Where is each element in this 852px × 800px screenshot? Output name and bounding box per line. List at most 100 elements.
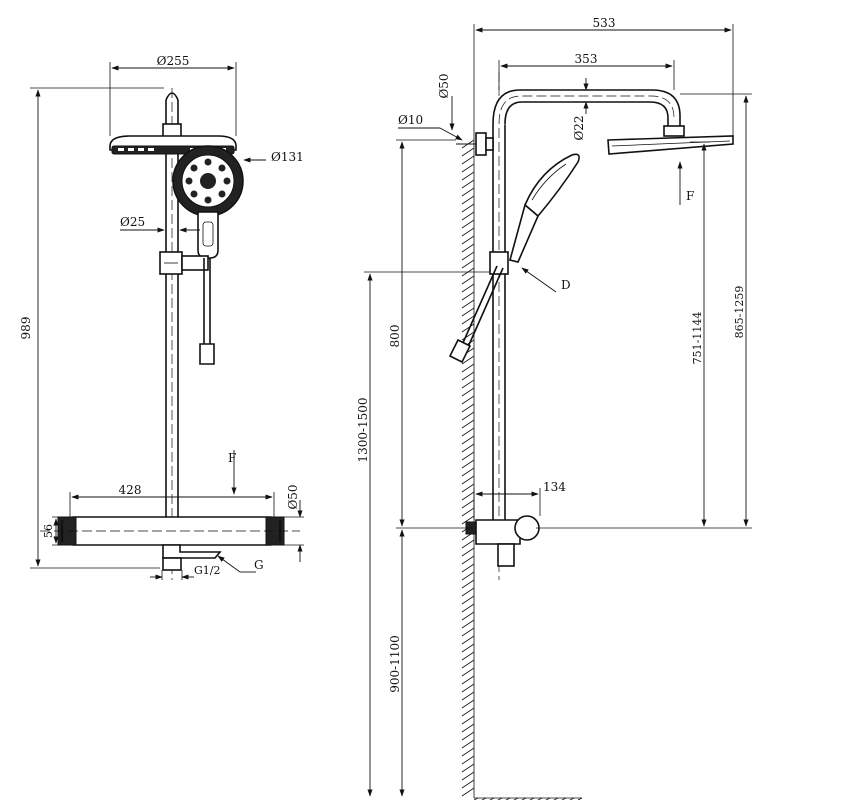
wall-hatch-line (461, 499, 475, 509)
side-mixer-body (465, 515, 540, 567)
hand-shower (172, 145, 244, 259)
wall-hatch-line (461, 475, 475, 485)
wall-hatch-line (461, 371, 475, 381)
dim-arm-reach-label: 353 (575, 52, 598, 66)
wall-hatch-line (461, 227, 475, 237)
wall-hatch-line (461, 675, 475, 685)
wall-hatch-line (461, 307, 475, 317)
dim-bar-depth: 134 (473, 480, 566, 520)
wall-hatch-line (461, 275, 475, 285)
wall-hatch-line (461, 243, 475, 253)
dim-total-height: 989 (19, 87, 164, 569)
wall-hatch-line (461, 219, 475, 229)
wall-hatch-line (461, 203, 475, 213)
wall-hatch-line (461, 187, 475, 197)
dim-bar-depth-label: 134 (543, 480, 566, 494)
wall-hatch-line (461, 635, 475, 645)
wall-hatch-line (461, 587, 475, 597)
shower-arm (492, 89, 685, 137)
dim-riser-diameter-label: Ø50 (437, 73, 451, 98)
dim-fixing-diameter: Ø10 (398, 113, 463, 141)
wall-hatch-line (461, 723, 475, 733)
dim-thread: G1/2 (150, 564, 221, 580)
wall-hatch-line (461, 443, 475, 453)
wall-hatch-line (461, 763, 475, 773)
wall-hatch-line (461, 283, 475, 293)
dim-head-diameter-label: Ø255 (157, 54, 190, 68)
wall-hatch-line (461, 451, 475, 461)
dim-pipe-diameter-label: Ø25 (120, 215, 145, 229)
dim-bar-height-label: 56 (42, 524, 55, 538)
detail-callout-label: D (561, 278, 571, 292)
wall-hatch-line (461, 291, 475, 301)
wall-hatch-line (461, 259, 475, 269)
wall-hatch-line (461, 643, 475, 653)
dim-slide-height-label: 800 (388, 325, 402, 348)
wall-hatch-line (461, 547, 475, 557)
wall-hatch-line (461, 363, 475, 373)
thread-callout: G (217, 555, 264, 573)
wall-hatch-line (461, 427, 475, 437)
wall-hatch-line (461, 195, 475, 205)
thermostatic-bar (40, 516, 300, 546)
dim-arm-diameter-label: Ø22 (572, 115, 586, 140)
riser-pipe (165, 88, 179, 580)
side-hand-shower (509, 153, 580, 263)
wall-hatch-line (461, 555, 475, 565)
wall-hatch-line (461, 539, 475, 549)
wall-hatch-line (461, 147, 475, 157)
side-slide-bracket (489, 251, 509, 275)
side-view: 533 353 Ø50 Ø10 Ø22 F (356, 16, 752, 800)
side-hose (448, 265, 504, 364)
wall-hatch-line (461, 659, 475, 669)
dim-fixing-diameter-label: Ø10 (398, 113, 423, 127)
dim-floor-height: 900-1100 (388, 529, 405, 797)
dim-bar-width: 428 (69, 483, 275, 517)
dim-pipe-diameter: Ø25 (120, 215, 200, 233)
wall-hatch-line (461, 387, 475, 397)
front-view: Ø255 Ø131 Ø25 989 428 56 (19, 54, 304, 580)
dim-head-range-label: 865-1259 (733, 286, 746, 339)
thread-callout-label: G (254, 558, 264, 572)
wall-hatch-line (461, 459, 475, 469)
dim-total-height-label: 989 (19, 317, 33, 340)
wall-hatch-line (461, 163, 475, 173)
dim-head-range: 865-1259 (536, 93, 752, 529)
flow-arrow-side: F (677, 161, 694, 205)
slide-bracket (159, 251, 209, 275)
wall-hatch-line (461, 627, 475, 637)
dim-flow-range-label: 751-1144 (691, 312, 704, 365)
wall-hatch-line (461, 755, 475, 765)
wall-hatch-line (461, 155, 475, 165)
wall-hatch-line (461, 251, 475, 261)
wall-hatch-line (461, 715, 475, 725)
wall-hatch-line (461, 467, 475, 477)
wall-hatch-line (461, 355, 475, 365)
wall-hatch-line (461, 603, 475, 613)
flow-arrow-side-label: F (686, 189, 694, 203)
wall-hatch-line (461, 411, 475, 421)
wall-hatch-line (461, 435, 475, 445)
dim-bar-diameter: Ø50 (284, 484, 304, 562)
dim-head-diameter: Ø255 (109, 54, 237, 136)
flow-arrow-front-label: F (228, 451, 236, 465)
spray-pattern (185, 158, 231, 204)
wall-hatch-line (461, 619, 475, 629)
wall-hatch-line (461, 419, 475, 429)
wall-hatch-line (461, 595, 475, 605)
dim-thread-label: G1/2 (194, 564, 221, 577)
dim-riser-diameter: Ø50 (437, 73, 455, 131)
flow-arrow-front: F (228, 450, 237, 495)
wall-hatch-line (461, 179, 475, 189)
bath-spout (162, 544, 222, 571)
wall-hatch-line (461, 483, 475, 493)
wall-hatch-line (461, 683, 475, 693)
dim-hand-diameter: Ø131 (243, 150, 304, 164)
wall-hatch-line (461, 403, 475, 413)
wall-hatch-line (461, 667, 475, 677)
dim-floor-height-label: 900-1100 (388, 635, 402, 693)
dim-hand-diameter-label: Ø131 (271, 150, 304, 164)
side-riser-pipe (492, 72, 506, 580)
wall-hatch-line (461, 315, 475, 325)
